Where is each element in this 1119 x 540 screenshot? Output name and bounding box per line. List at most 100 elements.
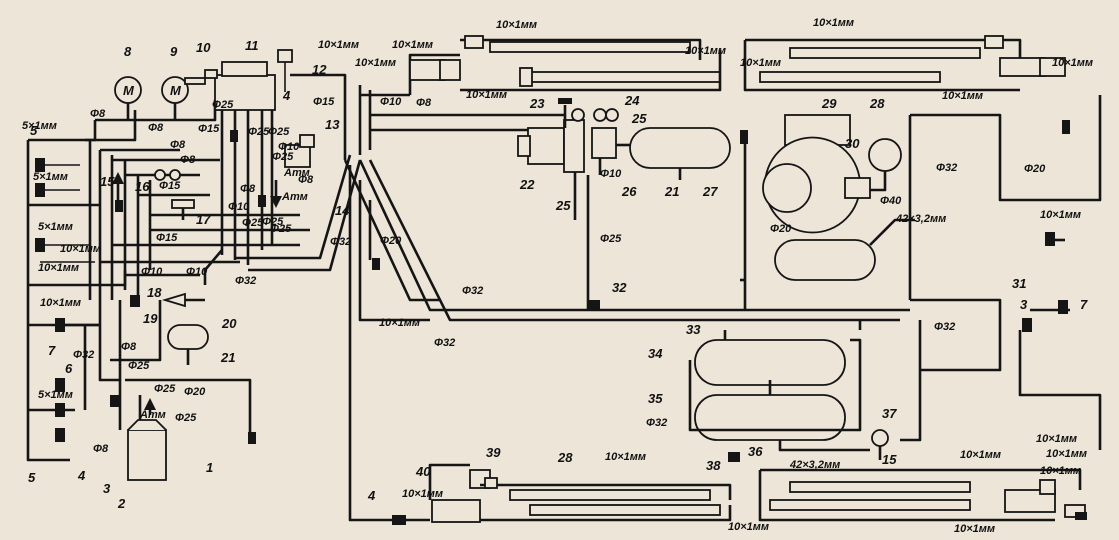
size-label: Φ25 bbox=[248, 126, 270, 138]
size-label: Φ15 bbox=[156, 232, 178, 244]
size-label: 10×1мм bbox=[605, 451, 646, 463]
callout-34: 34 bbox=[648, 346, 663, 361]
filter-assembly-22 bbox=[517, 98, 619, 310]
callout-24: 24 bbox=[624, 93, 640, 108]
size-label: 5×1мм bbox=[38, 221, 73, 233]
callout-5b: 5 bbox=[30, 123, 38, 138]
callout-26: 26 bbox=[621, 184, 637, 199]
tank-20 bbox=[167, 324, 209, 365]
callout-17: 17 bbox=[196, 212, 211, 227]
callout-10: 10 bbox=[196, 40, 211, 55]
size-label: Φ25 bbox=[175, 412, 197, 424]
size-label: Φ10 bbox=[600, 168, 622, 180]
size-label: Φ8 bbox=[90, 108, 106, 120]
size-label: Φ10 bbox=[228, 201, 250, 213]
callout-25: 25 bbox=[555, 198, 571, 213]
callout-27: 27 bbox=[702, 184, 718, 199]
size-label: 10×1мм bbox=[38, 262, 79, 274]
callout-37: 37 bbox=[882, 406, 897, 421]
callout-15: 15 bbox=[100, 174, 115, 189]
size-label: Φ25 bbox=[242, 217, 264, 229]
top-radiator-2 bbox=[743, 35, 1066, 92]
callout-23: 23 bbox=[529, 96, 545, 111]
svg-text:M: M bbox=[170, 83, 182, 98]
callout-6: 6 bbox=[65, 361, 73, 376]
size-label: Φ32 bbox=[434, 337, 455, 349]
size-label: Φ32 bbox=[235, 275, 256, 287]
right-piping bbox=[372, 95, 1102, 450]
size-label: Φ32 bbox=[936, 162, 957, 174]
callout-29: 29 bbox=[821, 96, 837, 111]
size-label: Φ25 bbox=[262, 216, 284, 228]
size-label: Φ25 bbox=[268, 126, 290, 138]
callout-36: 36 bbox=[748, 444, 763, 459]
callout-labels: 1 2 3 3 4 4 4 5 5 6 7 7 8 9 10 11 12 13 … bbox=[28, 38, 1088, 511]
size-label: Φ8 bbox=[148, 122, 164, 134]
receivers-34-35 bbox=[688, 320, 889, 462]
bottom-radiator-1 bbox=[392, 463, 732, 525]
size-label: Φ8 bbox=[240, 183, 256, 195]
callout-4b: 4 bbox=[282, 88, 291, 103]
separator-16-17 bbox=[154, 134, 315, 220]
callout-18: 18 bbox=[147, 285, 162, 300]
callout-19: 19 bbox=[143, 311, 158, 326]
callout-31: 31 bbox=[1012, 276, 1026, 291]
callout-33: 33 bbox=[686, 322, 701, 337]
size-label: Φ20 bbox=[770, 223, 792, 235]
pipe-size-labels: 5×1мм 5×1мм 5×1мм 5×1мм 10×1мм 10×1мм 10… bbox=[22, 17, 1093, 535]
callout-7: 7 bbox=[48, 343, 56, 358]
size-label: Φ15 bbox=[313, 96, 335, 108]
callout-21b: 21 bbox=[664, 184, 679, 199]
size-label: Атм bbox=[281, 191, 308, 203]
size-label: 10×1мм bbox=[685, 45, 726, 57]
callout-3: 3 bbox=[103, 481, 111, 496]
size-label: Φ15 bbox=[198, 123, 220, 135]
size-label: 10×1мм bbox=[392, 39, 433, 51]
size-label: 10×1мм bbox=[740, 57, 781, 69]
size-label: Φ32 bbox=[462, 285, 483, 297]
receiver-2 bbox=[127, 419, 167, 481]
valves-left bbox=[35, 130, 266, 444]
size-label: Φ25 bbox=[272, 151, 294, 163]
callout-12: 12 bbox=[312, 62, 327, 77]
compressor-29 bbox=[762, 114, 902, 234]
callout-40: 40 bbox=[415, 464, 431, 479]
horn-19 bbox=[161, 292, 205, 308]
size-label: 10×1мм bbox=[813, 17, 854, 29]
bottom-radiator-2 bbox=[758, 468, 1087, 522]
callout-9: 9 bbox=[170, 44, 178, 59]
callout-32: 32 bbox=[612, 280, 627, 295]
size-label: 5×1мм bbox=[33, 171, 68, 183]
size-label: 10×1мм bbox=[960, 449, 1001, 461]
compressor-unit bbox=[184, 49, 293, 111]
size-label: Φ20 bbox=[1024, 163, 1046, 175]
size-label: 10×1мм bbox=[379, 317, 420, 329]
motor-8: M bbox=[114, 76, 142, 104]
callout-8: 8 bbox=[124, 44, 132, 59]
callout-16: 16 bbox=[135, 179, 150, 194]
callout-2: 2 bbox=[117, 496, 126, 511]
callout-39: 39 bbox=[486, 445, 501, 460]
callout-28: 28 bbox=[869, 96, 885, 111]
size-label: 10×1мм bbox=[1052, 57, 1093, 69]
size-label: Φ25 bbox=[270, 223, 292, 235]
callout-13: 13 bbox=[325, 117, 340, 132]
size-label: 10×1мм bbox=[728, 521, 769, 533]
size-label: Φ20 bbox=[380, 235, 402, 247]
size-label: Φ32 bbox=[934, 321, 955, 333]
size-label: 10×1мм bbox=[40, 297, 81, 309]
size-label: 10×1мм bbox=[318, 39, 359, 51]
left-unit-piping bbox=[26, 100, 362, 462]
size-label: 10×1мм bbox=[466, 89, 507, 101]
callout-15b: 15 bbox=[882, 452, 897, 467]
size-label: Φ10 bbox=[186, 266, 208, 278]
size-label: Φ40 bbox=[880, 195, 902, 207]
size-label: 10×1мм bbox=[1040, 465, 1081, 477]
callout-30: 30 bbox=[845, 136, 860, 151]
callout-38: 38 bbox=[706, 458, 721, 473]
size-label: 10×1мм bbox=[1046, 448, 1087, 460]
callout-25b: 25 bbox=[631, 111, 647, 126]
size-label: Φ32 bbox=[330, 236, 351, 248]
